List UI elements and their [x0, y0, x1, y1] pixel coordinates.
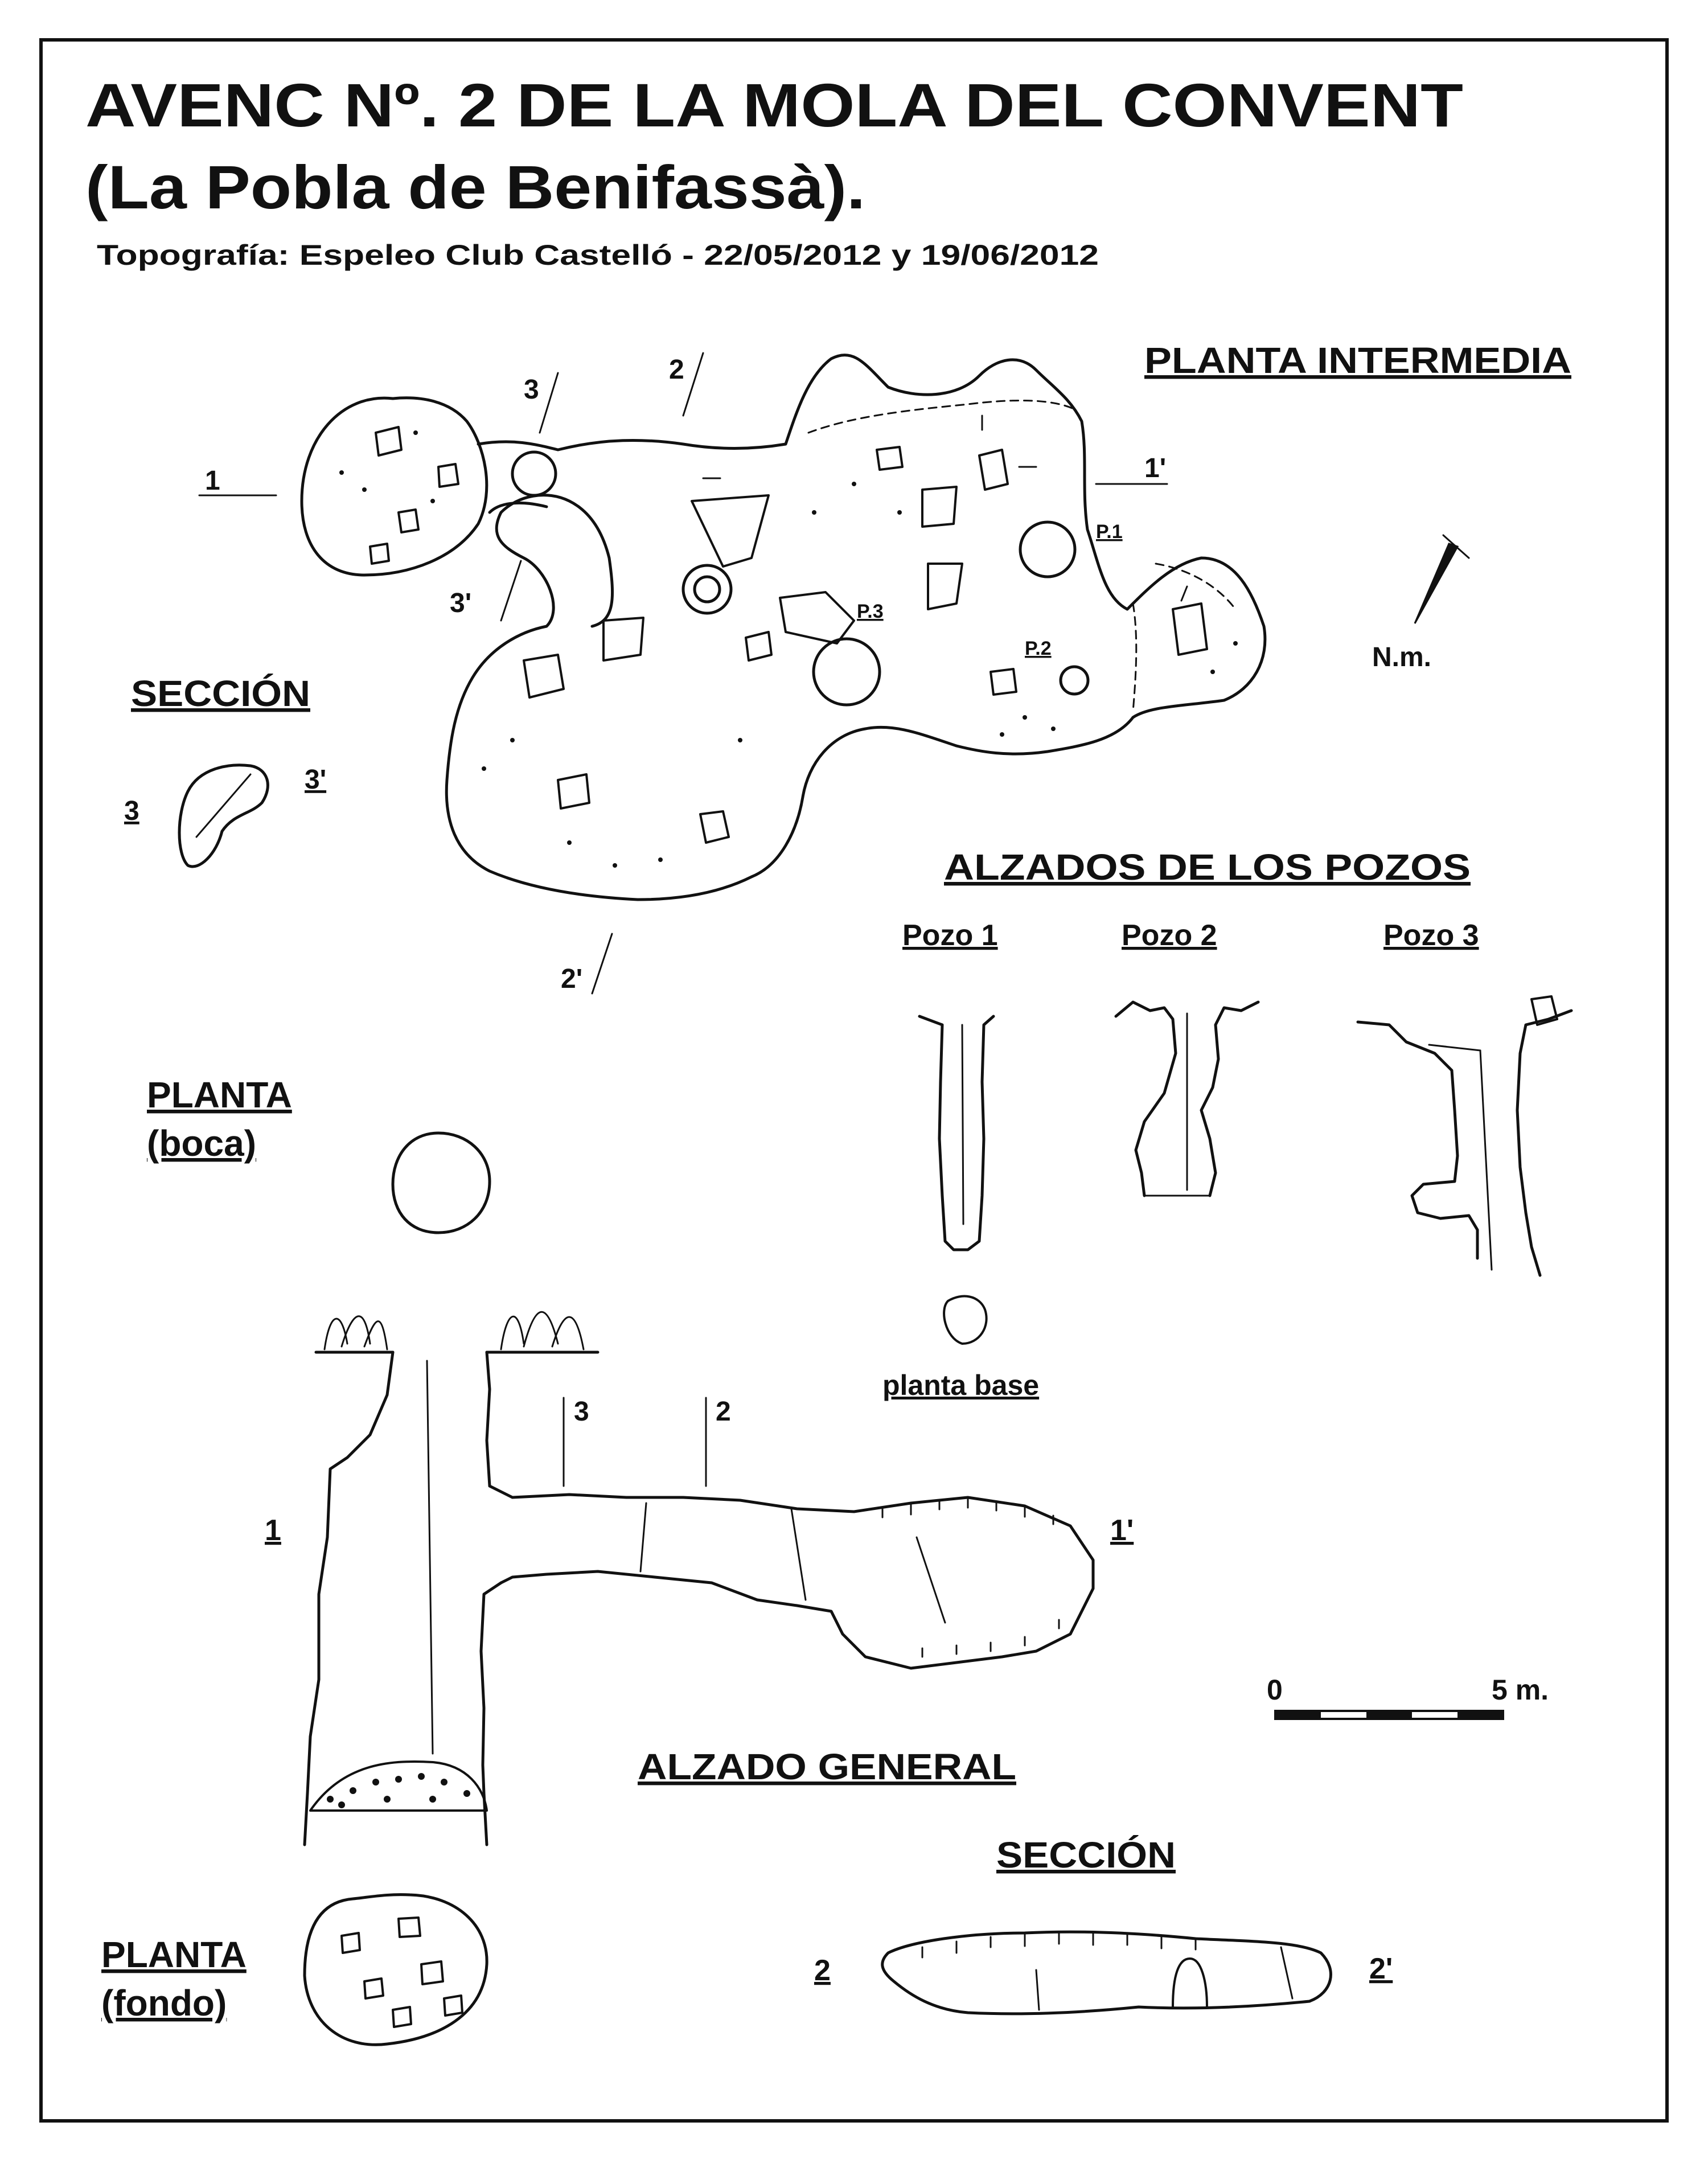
title-line-2: (La Pobla de Benifassà). [85, 153, 865, 221]
plan-mark-1: 1 [205, 466, 220, 496]
label-planta-base: planta base [882, 1369, 1039, 1401]
label-planta-boca-1: PLANTA [147, 1074, 292, 1115]
section-3-shape [178, 764, 269, 868]
speckle-dots [339, 430, 1238, 868]
pozo-2-elevation [1114, 1000, 1260, 1197]
label-planta-boca-2: (boca) [147, 1123, 256, 1164]
label-planta-intermedia: PLANTA INTERMEDIA [1144, 340, 1571, 381]
alzado-mark-1: 1 [265, 1514, 281, 1547]
label-seccion-top: SECCIÓN [131, 673, 310, 714]
north-arrow [1414, 534, 1470, 624]
sheet-frame [39, 38, 1669, 2123]
rubble-dots [327, 1773, 470, 1808]
alzado-mark-2: 2 [716, 1397, 731, 1427]
boca-plan-shape [391, 1131, 491, 1234]
alzado-general-elevation [303, 1311, 1095, 1846]
scale-bar [1274, 1710, 1504, 1720]
plan-mark-3p: 3' [450, 588, 471, 618]
pit-label-p2: P.2 [1025, 638, 1052, 659]
title-line-1: AVENC Nº. 2 DE LA MOLA DEL CONVENT [85, 71, 1463, 139]
section-2-shape [881, 1930, 1332, 2016]
label-alzados-pozos: ALZADOS DE LOS POZOS [944, 847, 1471, 888]
label-pozo-2: Pozo 2 [1122, 919, 1217, 952]
label-alzado-general: ALZADO GENERAL [638, 1746, 1016, 1787]
pozo-3-elevation [1356, 995, 1573, 1277]
sec-mark-3p: 3' [305, 765, 326, 795]
pit-label-p1: P.1 [1096, 521, 1123, 543]
plan-mark-2: 2 [669, 355, 684, 385]
planta-intermedia-plan [198, 352, 1267, 995]
alzado-mark-3: 3 [574, 1397, 589, 1427]
label-pozo-3: Pozo 3 [1383, 919, 1479, 952]
plan-mark-3: 3 [524, 375, 539, 405]
label-seccion-bottom: SECCIÓN [996, 1834, 1176, 1875]
scale-zero: 0 [1267, 1674, 1283, 1706]
sec-mark-2p: 2' [1369, 1952, 1393, 1985]
label-planta-fondo-1: PLANTA [101, 1934, 247, 1975]
sec-mark-3: 3 [124, 796, 139, 826]
pozo-1-elevation [918, 1015, 995, 1345]
fondo-plan [303, 1893, 488, 2046]
label-planta-fondo-2: (fondo) [101, 1982, 227, 2023]
alzado-mark-1p: 1' [1110, 1514, 1134, 1547]
label-pozo-1: Pozo 1 [902, 919, 998, 952]
survey-credits: Topografía: Espeleo Club Castelló - 22/0… [97, 239, 1099, 271]
plan-mark-1p: 1' [1144, 453, 1166, 483]
north-label: N.m. [1372, 642, 1431, 672]
plan-mark-2p: 2' [561, 964, 582, 994]
sec-mark-2: 2 [814, 1954, 831, 1987]
scale-end: 5 m. [1492, 1674, 1549, 1706]
pit-label-p3: P.3 [857, 601, 884, 622]
